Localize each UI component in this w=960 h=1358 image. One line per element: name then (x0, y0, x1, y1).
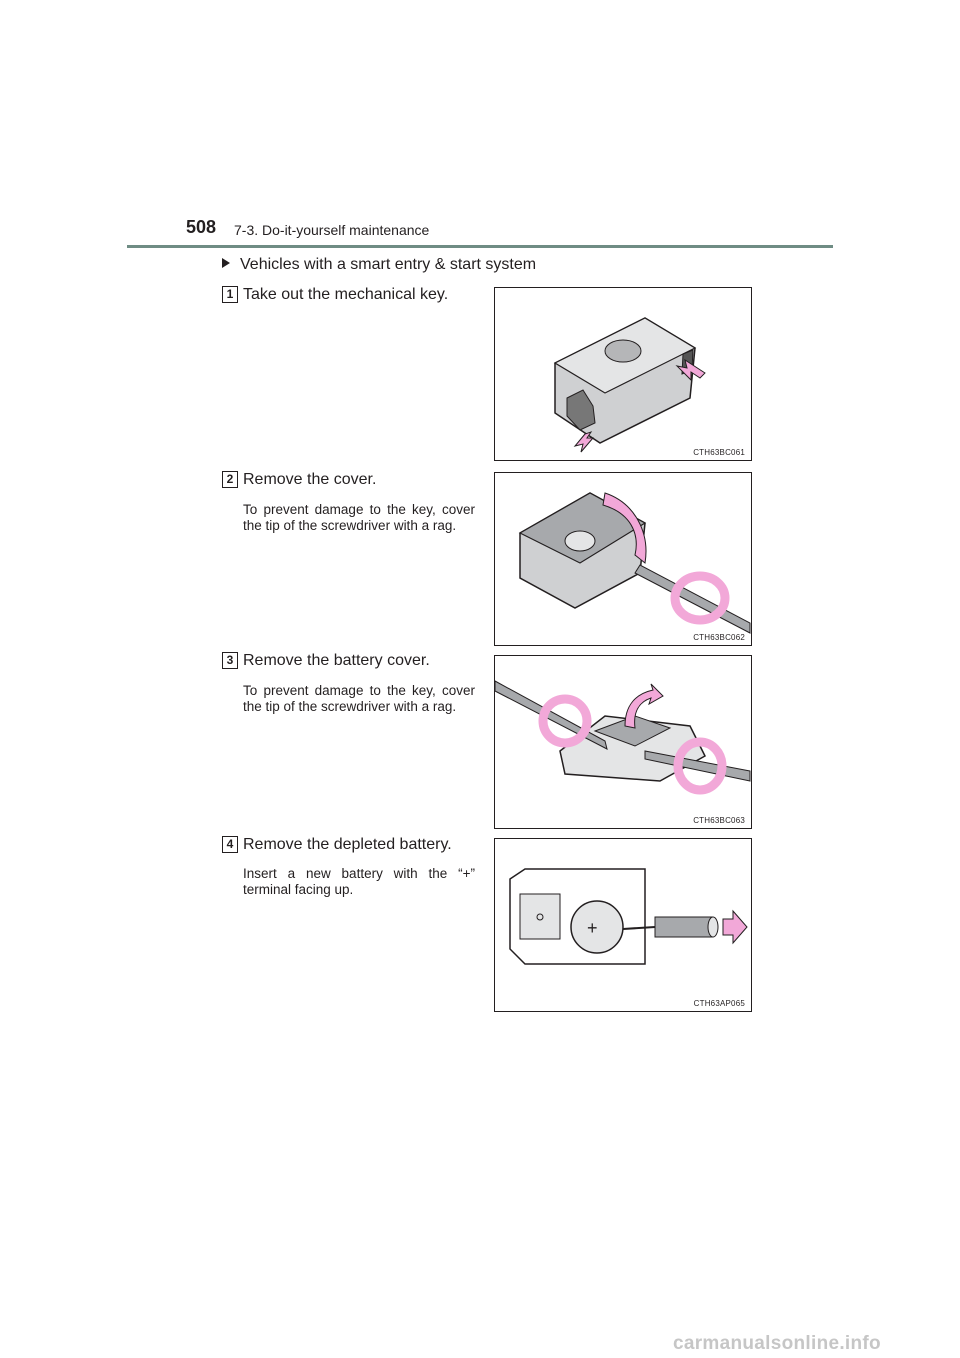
page-number: 508 (186, 217, 217, 237)
header-rule (127, 245, 833, 248)
battery-cover-illustration (495, 680, 751, 795)
figure-remove-cover: CTH63BC062 (494, 472, 752, 646)
key-fob-illustration (553, 317, 706, 453)
page-header: 508 7-3. Do-it-yourself maintenance (0, 0, 960, 250)
figure-remove-battery: + CTH63AP065 (494, 838, 752, 1012)
cover-removal-illustration (518, 492, 751, 634)
triangle-bullet-icon (222, 258, 230, 268)
step-title-1: Take out the mechanical key. (243, 286, 449, 303)
step-note-2: To prevent damage to the key, cover the … (243, 502, 475, 533)
figure-code: CTH63AP065 (693, 999, 745, 1008)
step-title-4: Remove the depleted battery. (243, 836, 452, 853)
figure-code: CTH63BC061 (693, 448, 745, 457)
svg-text:+: + (587, 918, 598, 938)
step-note-4: Insert a new battery with the “+” termin… (243, 866, 475, 897)
subheading-text: Vehicles with a smart entry & start syst… (240, 256, 537, 273)
figure-code: CTH63BC062 (693, 633, 745, 642)
step-title-3: Remove the battery cover. (243, 652, 430, 669)
watermark: carmanualsonline.info (673, 1333, 881, 1354)
figure-remove-battery-cover: CTH63BC063 (494, 655, 752, 829)
subheading: Vehicles with a smart entry & start syst… (222, 256, 536, 274)
step-number-1: 1 (222, 286, 238, 303)
battery-removal-illustration: + (509, 868, 748, 965)
step-number-2: 2 (222, 471, 238, 488)
step-number-4: 4 (222, 836, 238, 853)
section-title: 7-3. Do-it-yourself maintenance (234, 222, 430, 238)
figure-take-out-key: CTH63BC061 (494, 287, 752, 461)
step-note-3: To prevent damage to the key, cover the … (243, 683, 475, 714)
step-title-2: Remove the cover. (243, 471, 377, 488)
step-number-3: 3 (222, 652, 238, 669)
figure-code: CTH63BC063 (693, 816, 745, 825)
